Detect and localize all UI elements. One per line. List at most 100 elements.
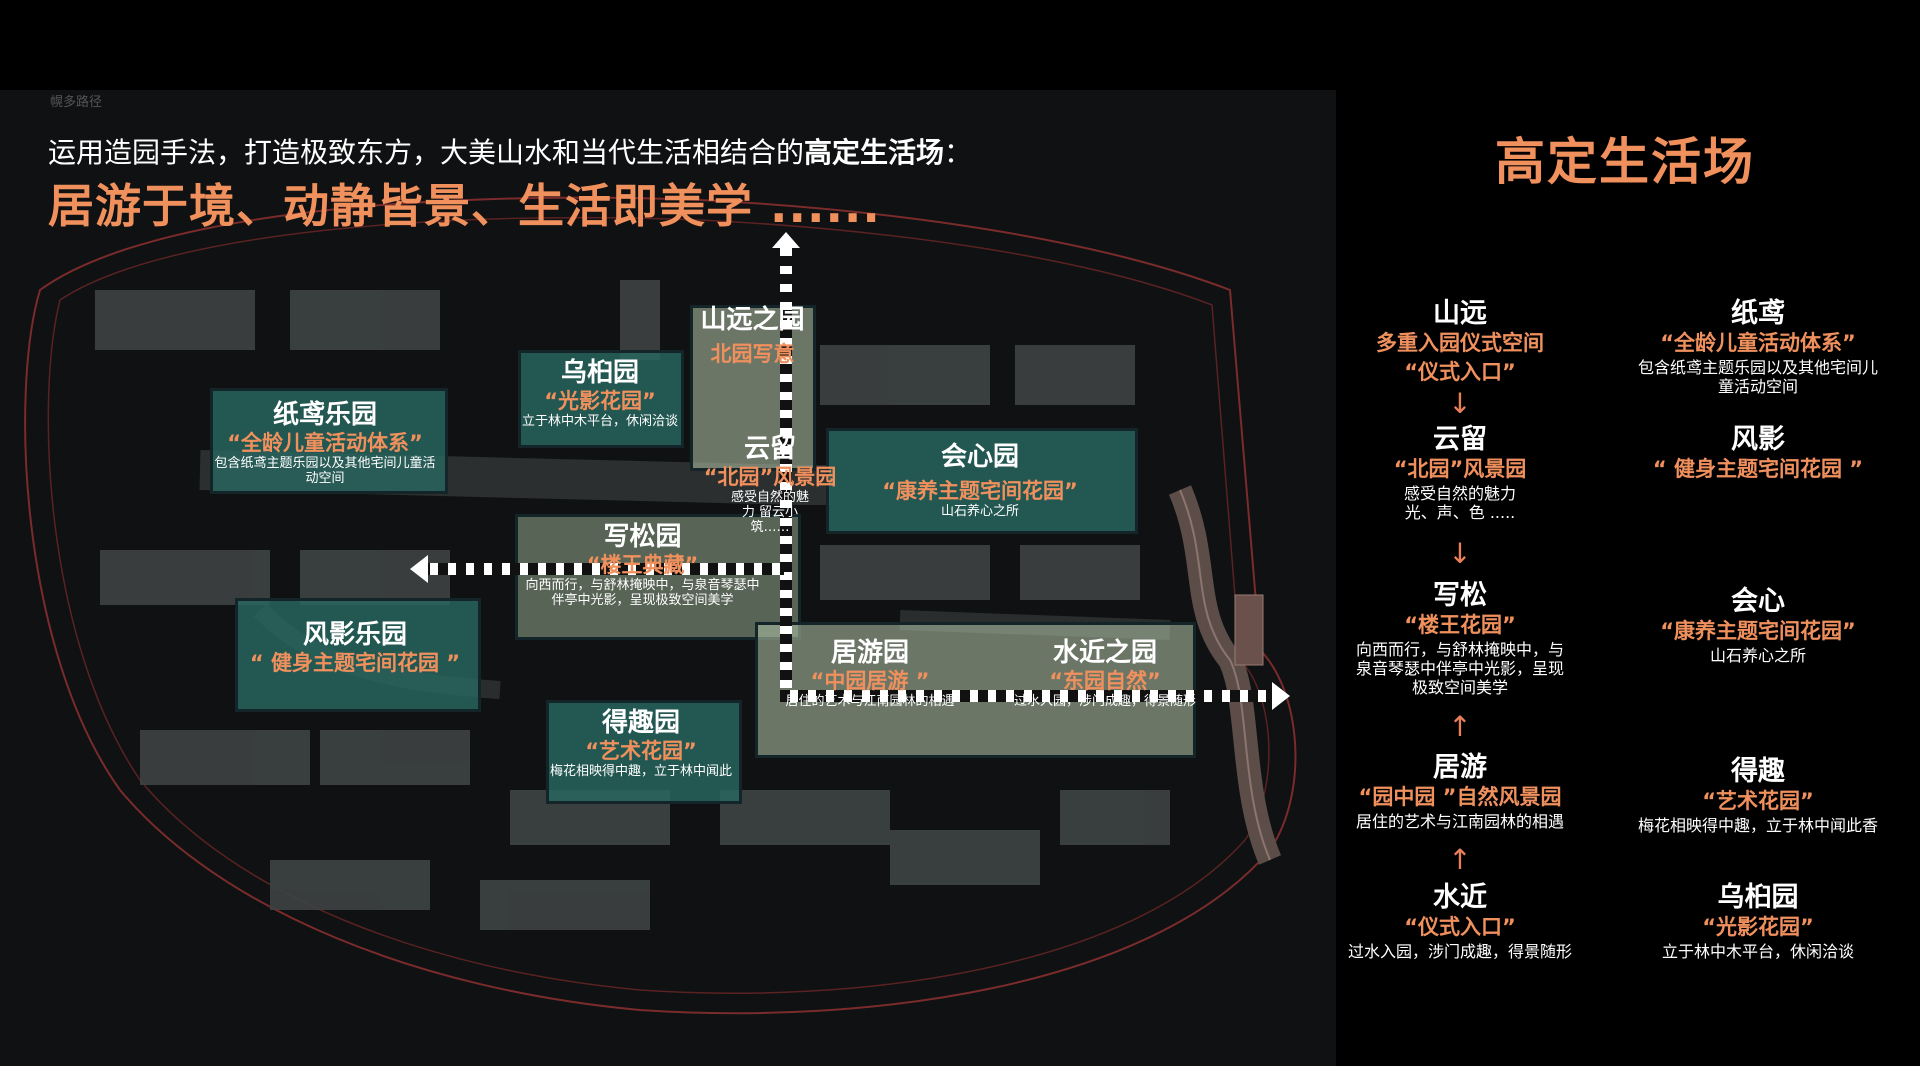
zone-shanyuan: 山远之园 北园写意: [680, 305, 825, 367]
panel-item-name: 会心: [1731, 586, 1785, 617]
panel-item-desc: 梅花相映得中趣，立于林中闻此香: [1637, 816, 1878, 835]
panel-title: 高定生活场: [1495, 133, 1755, 191]
zone-name: 乌桕园: [560, 358, 639, 388]
panel-item-wujiu: 乌桕园 “光影花园” 立于林中木平台，休闲洽谈: [1628, 882, 1888, 961]
headline: 居游于境、动静皆景、生活即美学 ......: [48, 179, 881, 233]
panel-item-subtitle: “北园”风景园: [1393, 457, 1527, 481]
panel-item-subtitle: “园中园 ”自然风景园: [1358, 785, 1562, 809]
panel-item-juyou: 居游 “园中园 ”自然风景园 居住的艺术与江南园林的相遇: [1330, 752, 1590, 831]
zone-box-shanyuan: [690, 305, 816, 471]
zone-subtitle: “康养主题宅间花园”: [882, 479, 1078, 503]
zone-name: 纸鸢乐园: [272, 400, 377, 430]
zone-yunliu: 云留 “北园”风景园 感受自然的魅力 留云小筑……: [685, 434, 855, 535]
zone-xiesong: 写松园 “楼王典藏” 向西而行，与舒林掩映中，与泉音琴瑟中伴亭中光影，呈现极致空…: [515, 522, 770, 608]
zone-subtitle: “中园居游 ”: [810, 669, 930, 693]
zone-subtitle: “东园自然”: [1049, 669, 1161, 693]
zone-subtitle: “艺术花园”: [585, 739, 697, 763]
zone-name: 会心园: [940, 442, 1019, 472]
panel-item-name: 得趣: [1731, 756, 1785, 787]
zone-dequ: 得趣园 “艺术花园” 梅花相映得中趣，立于林中闻此: [530, 708, 752, 779]
zone-name: 得趣园: [601, 708, 680, 738]
panel-item-subtitle: “仪式入口”: [1404, 915, 1516, 939]
zone-desc: 包含纸鸢主题乐园以及其他宅间儿童活动空间: [214, 456, 436, 486]
panel-item-huixin: 会心 “康养主题宅间花园” 山石养心之所: [1628, 586, 1888, 665]
zone-box-wujiu: [518, 350, 684, 448]
panel-item-name: 乌桕园: [1717, 882, 1799, 913]
zone-zhiyuan: 纸鸢乐园 “全龄儿童活动体系” 包含纸鸢主题乐园以及其他宅间儿童活动空间: [200, 400, 450, 486]
flow-arrow-down-icon: ↓: [1448, 537, 1472, 570]
route-north-arrowhead: [772, 232, 800, 248]
panel-item-name: 水近: [1433, 882, 1487, 913]
route-north-south: [780, 238, 792, 688]
zone-name: 风影乐园: [302, 620, 407, 650]
panel-item-desc: 向西而行，与舒林掩映中，与泉音琴瑟中伴亭中光影，呈现极致空间美学: [1355, 640, 1564, 697]
zone-juyou: 居游园 “中园居游 ” 居住的艺术与江南园林的相遇: [765, 638, 975, 709]
flow-arrow-up-icon: ↑: [1448, 843, 1472, 876]
zone-desc: 过水入园，涉门成趣，得景随形: [1013, 694, 1196, 709]
zone-box-dequ: [546, 700, 742, 804]
panel-item-yunliu: 云留 “北园”风景园 感受自然的魅力 光、声、色 .....: [1330, 424, 1590, 522]
zone-box-xiesong: [515, 514, 801, 640]
panel-item-subtitle: “楼王花园”: [1404, 613, 1516, 637]
panel-item-desc: 山石养心之所: [1709, 646, 1806, 665]
zone-desc: 向西而行，与舒林掩映中，与泉音琴瑟中伴亭中光影，呈现极致空间美学: [525, 578, 760, 608]
map-corner-label: 幌多路径: [50, 95, 103, 110]
panel-item-subtitle: “康养主题宅间花园”: [1660, 619, 1856, 643]
panel-item-desc: 立于林中木平台，休闲洽谈: [1661, 942, 1854, 961]
panel-item-desc: 包含纸鸢主题乐园以及其他宅间儿童活动空间: [1637, 358, 1878, 396]
route-west-arrowhead: [410, 555, 428, 583]
zone-subtitle: “ 健身主题宅间花园 ”: [249, 651, 461, 675]
panel-item-fengying: 风影 “ 健身主题宅间花园 ”: [1628, 424, 1888, 484]
flow-arrow-down-icon: ↓: [1448, 387, 1472, 420]
route-east-arrowhead: [1272, 682, 1290, 710]
panel-item-subtitle: 多重入园仪式空间: [1376, 331, 1544, 355]
panel-item-name: 风影: [1731, 424, 1785, 455]
zone-name: 居游园: [830, 638, 909, 668]
panel-item-name: 纸鸢: [1731, 298, 1785, 329]
zone-wujiu: 乌桕园 “光影花园” 立于林中木平台，休闲洽谈: [505, 358, 695, 429]
zone-desc: 居住的艺术与江南园林的相遇: [785, 694, 955, 709]
zone-box-fengying: [235, 598, 481, 712]
zone-subtitle: “北园”风景园: [703, 465, 837, 489]
route-east: [780, 690, 1272, 702]
zone-desc: 立于林中木平台，休闲洽谈: [521, 414, 678, 429]
panel-item-desc: 居住的艺术与江南园林的相遇: [1355, 812, 1564, 831]
zone-subtitle: 北园写意: [710, 342, 795, 366]
panel-item-subtitle: “全龄儿童活动体系”: [1660, 331, 1856, 355]
zone-box-zhiyuan: [210, 388, 448, 494]
panel-item-subtitle-2: “仪式入口”: [1404, 360, 1516, 384]
panel-item-subtitle: “光影花园”: [1702, 915, 1814, 939]
zone-desc: 梅花相映得中趣，立于林中闻此: [549, 764, 732, 779]
zone-desc: 山石养心之所: [940, 504, 1019, 519]
panel-item-dequ: 得趣 “艺术花园” 梅花相映得中趣，立于林中闻此香: [1628, 756, 1888, 835]
intro-bold: 高定生活场: [804, 136, 945, 169]
zone-subtitle: “光影花园”: [544, 389, 656, 413]
panel-item-subtitle: “ 健身主题宅间花园 ”: [1652, 457, 1864, 481]
intro-prefix: 运用造园手法，打造极致东方，大美山水和当代生活相结合的: [48, 136, 805, 169]
zone-desc: 感受自然的魅力 留云小筑……: [730, 490, 809, 535]
panel-item-name: 居游: [1433, 752, 1487, 783]
route-west: [420, 563, 784, 575]
intro-suffix: ：: [944, 136, 973, 169]
zone-name: 写松园: [603, 522, 682, 552]
panel-item-name: 写松: [1433, 580, 1487, 611]
zone-huixin: 会心园 “康养主题宅间花园” 山石养心之所: [870, 442, 1090, 519]
panel-item-zhiyuan: 纸鸢 “全龄儿童活动体系” 包含纸鸢主题乐园以及其他宅间儿童活动空间: [1628, 298, 1888, 396]
panel-item-shuijin: 水近 “仪式入口” 过水入园，涉门成趣，得景随形: [1330, 882, 1590, 961]
panel-item-xiesong: 写松 “楼王花园” 向西而行，与舒林掩映中，与泉音琴瑟中伴亭中光影，呈现极致空间…: [1330, 580, 1590, 697]
zone-fengying: 风影乐园 “ 健身主题宅间花园 ”: [235, 620, 475, 676]
zone-name: 水近之园: [1052, 638, 1157, 668]
panel-item-desc: 过水入园，涉门成趣，得景随形: [1347, 942, 1572, 961]
panel-item-shanyuan: 山远 多重入园仪式空间 “仪式入口”: [1330, 298, 1590, 387]
intro-line: 运用造园手法，打造极致东方，大美山水和当代生活相结合的高定生活场：: [48, 131, 972, 171]
zone-shuijin: 水近之园 “东园自然” 过水入园，涉门成趣，得景随形: [1005, 638, 1205, 709]
panel-item-desc: 感受自然的魅力 光、声、色 .....: [1403, 484, 1516, 522]
zone-subtitle: “全龄儿童活动体系”: [227, 431, 423, 455]
zone-name: 山远之园: [700, 305, 805, 335]
zone-name: 云留: [743, 434, 796, 464]
panel-item-subtitle: “艺术花园”: [1702, 789, 1814, 813]
zone-subtitle: “楼王典藏”: [586, 553, 699, 577]
panel-item-name: 山远: [1433, 298, 1487, 329]
zone-box-huixin: [826, 428, 1138, 534]
flow-arrow-up-icon: ↑: [1448, 710, 1472, 743]
